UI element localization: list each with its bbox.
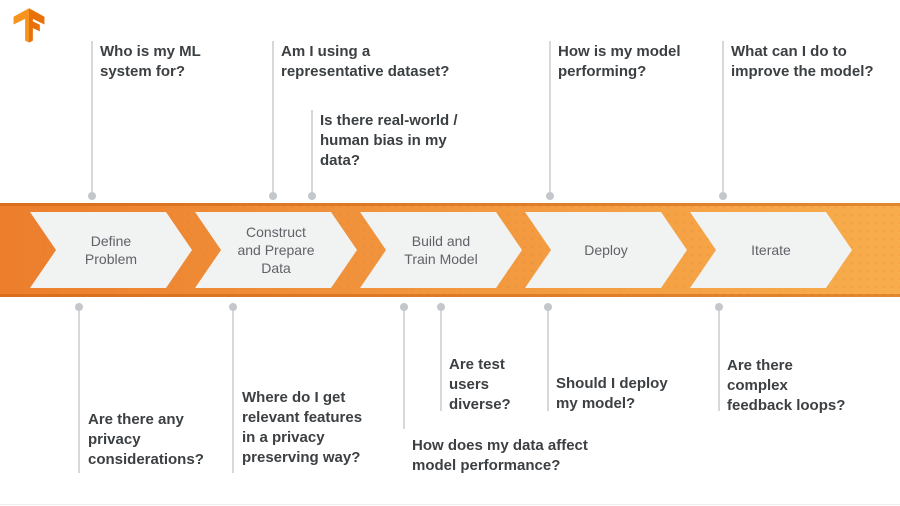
connector-dot: [269, 192, 277, 200]
connector-dot: [75, 303, 83, 311]
question-text: How does my data affect model performanc…: [412, 437, 588, 474]
chevron-label: Build and Train Model: [404, 233, 478, 267]
question-text: What can I do to improve the model?: [731, 43, 874, 80]
connector-dot: [715, 303, 723, 311]
question-text: Should I deploy my model?: [556, 375, 668, 412]
connector-dot: [719, 192, 727, 200]
tensorflow-logo: [12, 4, 46, 48]
connector-dot: [437, 303, 445, 311]
connector-line: [75, 303, 83, 473]
connector-dot: [229, 303, 237, 311]
connector-dot: [308, 192, 316, 200]
chevron-step-iterate: Iterate: [690, 212, 852, 288]
chevron-label: Deploy: [584, 242, 628, 258]
connector-line: [269, 41, 277, 200]
chevron-label: Iterate: [751, 242, 791, 258]
connector-dot: [544, 303, 552, 311]
connector-dot: [88, 192, 96, 200]
question-text: Are test users diverse?: [449, 356, 511, 413]
question-text: Am I using a representative dataset?: [281, 43, 450, 80]
question-text: Are there complex feedback loops?: [727, 357, 846, 414]
chevron-step-define-problem: Define Problem: [30, 212, 192, 288]
connector-line: [715, 303, 723, 411]
chevron-step-deploy: Deploy: [525, 212, 687, 288]
connector-line: [308, 110, 316, 200]
question-text: Who is my ML system for?: [100, 43, 201, 80]
connector-dot: [546, 192, 554, 200]
connector-dot: [400, 303, 408, 311]
question-text: Where do I get relevant features in a pr…: [242, 389, 363, 466]
connector-line: [400, 303, 408, 429]
connector-line: [719, 41, 727, 200]
bottom-edge-divider: [0, 504, 900, 505]
chevron-label: Define Problem: [84, 233, 138, 267]
connector-line: [229, 303, 237, 473]
process-band: Define Problem Construct and Prepare Dat…: [0, 203, 900, 297]
chevron-label: Construct and Prepare Data: [237, 224, 315, 276]
connector-line: [544, 303, 552, 411]
question-text: Are there any privacy considerations?: [88, 411, 204, 468]
connector-line: [437, 303, 445, 411]
connector-line: [88, 41, 96, 200]
chevron-step-construct-and-prepare-data: Construct and Prepare Data: [195, 212, 357, 288]
chevron-step-build-and-train-model: Build and Train Model: [360, 212, 522, 288]
question-text: How is my model performing?: [558, 43, 681, 80]
tensorflow-logo-icon: [13, 8, 45, 43]
question-text: Is there real-world / human bias in my d…: [320, 112, 458, 169]
connector-line: [546, 41, 554, 200]
